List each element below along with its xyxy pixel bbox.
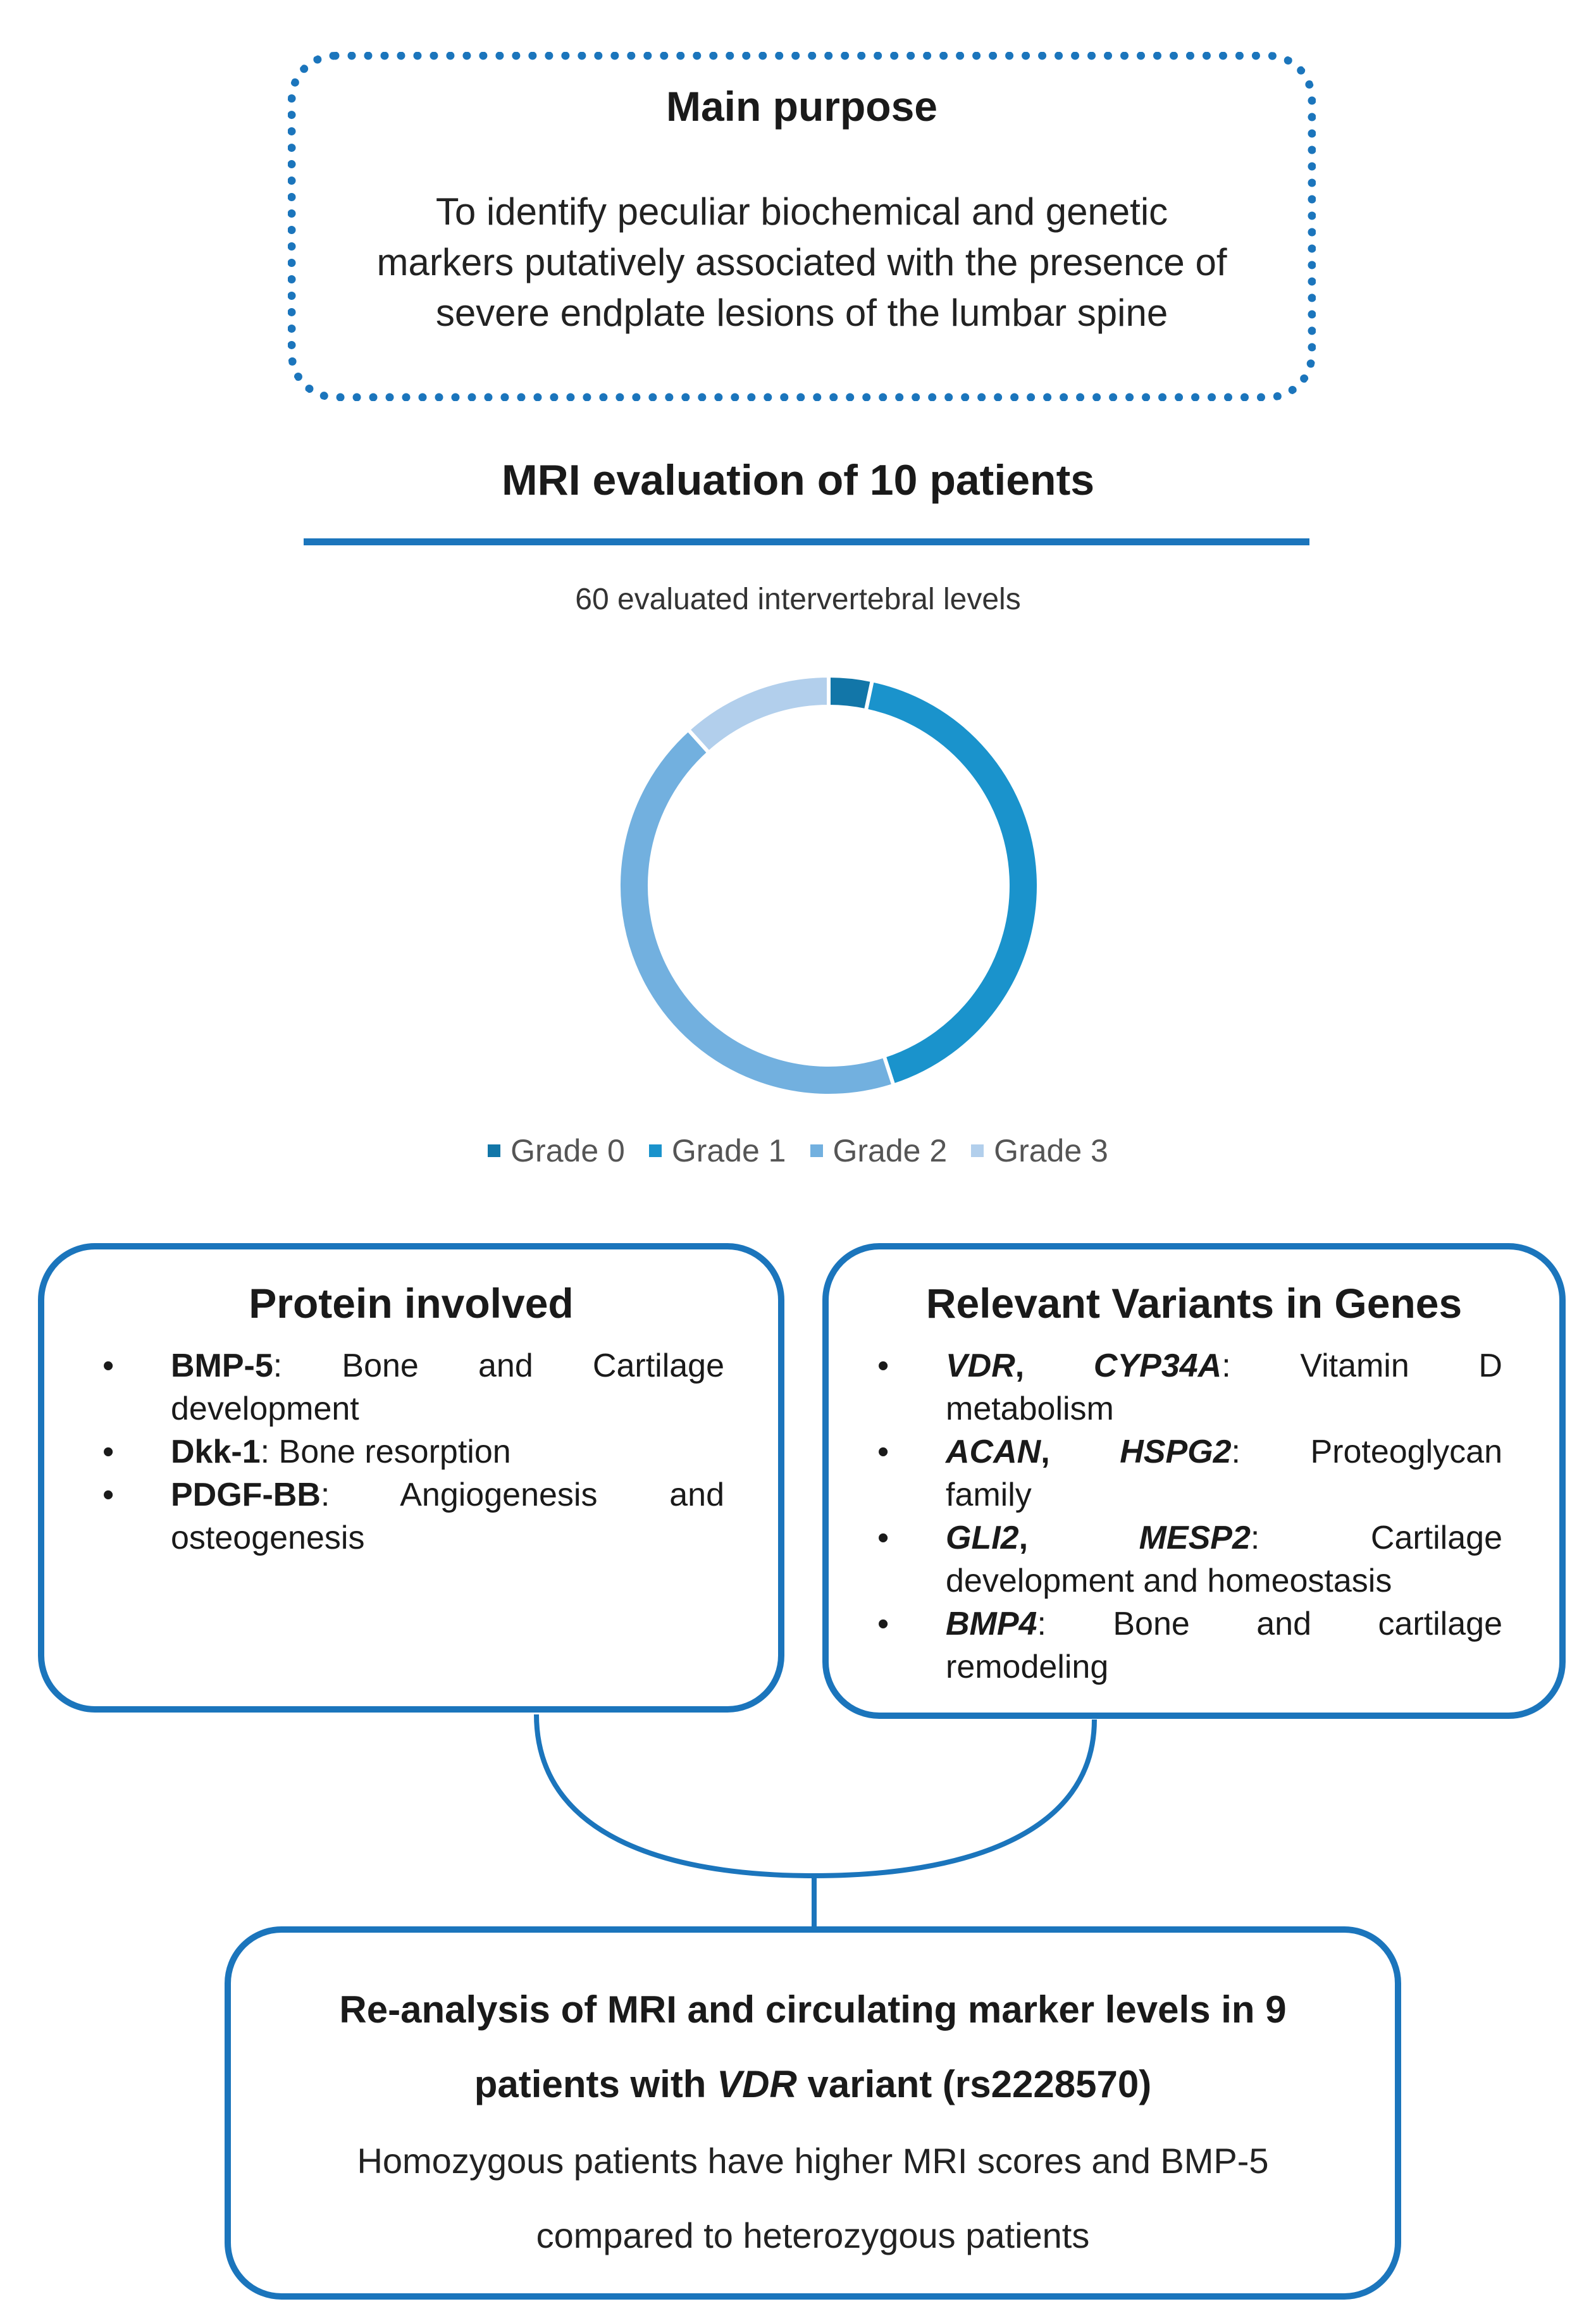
legend-label: Grade 0 [510,1133,625,1168]
legend-swatch [488,1144,501,1157]
list-item: •ACAN, HSPG2: Proteoglycan [877,1430,1503,1473]
gene-name: ACAN [946,1434,1041,1470]
bullet: • [102,1477,114,1513]
main-purpose-text: To identify peculiar biochemical and gen… [316,187,1287,338]
donut-slice-grade-1 [863,678,1041,1088]
gene-name: VDR [717,2063,797,2105]
main-purpose-title: Main purpose [665,83,938,130]
connector-arc [534,1714,1097,1879]
main-purpose-box [288,52,1316,401]
variants-box [822,1243,1566,1719]
bullet: • [877,1434,889,1470]
legend-label: Grade 2 [832,1133,948,1168]
legend-label: Grade 3 [994,1133,1108,1168]
protein-box [38,1243,784,1713]
grade-donut-chart [617,673,1041,1098]
protein-desc: : Bone resorption [260,1434,511,1470]
protein-name: Dkk-1 [171,1434,261,1470]
gene-desc: : Proteoglycan [1231,1434,1503,1470]
list-item-continuation: development and homeostasis [946,1563,1392,1599]
gene-name: HSPG2 [1120,1434,1232,1470]
list-item-continuation: metabolism [946,1391,1114,1427]
legend-swatch [810,1144,823,1157]
bullet: • [877,1520,889,1556]
legend-swatch [648,1144,662,1157]
reanalysis-body: Homozygous patients have higher MRI scor… [225,2124,1401,2273]
list-item: • PDGF-BB: Angiogenesis and [102,1473,724,1516]
list-item: • BMP4: Bone and cartilage [877,1602,1502,1645]
list-item: • BMP-5: Bone and Cartilage [102,1344,724,1387]
legend-label: Grade 1 [671,1133,786,1168]
donut-slice-grade-2 [617,727,896,1098]
title-text: patients with [474,2063,717,2105]
bullet: • [877,1348,889,1384]
bullet: • [877,1606,889,1642]
main-purpose-line: severe endplate lesions of the lumbar sp… [435,292,1168,334]
bullet: • [102,1434,114,1470]
legend-item: Grade 2 [810,1132,948,1169]
donut-slice-grade-3 [685,673,831,755]
list-item-continuation: family [946,1477,1032,1513]
protein-name: PDGF-BB [171,1477,321,1513]
protein-desc: : Angiogenesis and [320,1477,724,1513]
list-item-continuation: osteogenesis [171,1520,365,1556]
donut-caption: 60 evaluated intervertebral levels [575,583,1021,616]
gene-desc: : Cartilage [1250,1520,1502,1556]
gene-name: CYP34A [1093,1348,1222,1384]
chart-legend: Grade 0 Grade 1 Grade 2 Grade 3 [0,1132,1596,1169]
mri-title: MRI evaluation of 10 patients [501,456,1095,504]
main-purpose-line: To identify peculiar biochemical and gen… [435,190,1168,233]
protein-title: Protein involved [249,1280,574,1327]
list-item-continuation: remodeling [946,1649,1109,1685]
legend-item: Grade 1 [648,1132,786,1169]
gene-desc: : Bone and cartilage [1037,1606,1502,1642]
gene-name: MESP2 [1139,1520,1251,1556]
legend-item: Grade 0 [488,1132,625,1169]
gene-name: GLI2 [946,1520,1019,1556]
list-item: •GLI2, MESP2: Cartilage [877,1516,1502,1559]
reanalysis-title: Re-analysis of MRI and circulating marke… [225,1973,1401,2122]
reanalysis-title-line: Re-analysis of MRI and circulating marke… [339,1988,1287,2031]
variants-list: •VDR, CYP34A: Vitamin D metabolism •ACAN… [877,1344,1503,1688]
gene-name: BMP4 [946,1606,1037,1642]
protein-name: BMP-5 [171,1348,273,1384]
main-purpose-line: markers putatively associated with the p… [376,241,1227,283]
list-item: •VDR, CYP34A: Vitamin D [877,1344,1502,1387]
legend-swatch [971,1144,984,1157]
reanalysis-body-line: compared to heterozygous patients [536,2215,1090,2255]
title-text: variant (rs2228570) [796,2063,1152,2105]
protein-desc: : Bone and Cartilage [273,1348,724,1384]
legend-item: Grade 3 [971,1132,1108,1169]
bullet: • [102,1348,114,1384]
mri-divider [304,538,1309,545]
variants-title: Relevant Variants in Genes [925,1280,1463,1327]
reanalysis-body-line: Homozygous patients have higher MRI scor… [357,2141,1269,2181]
list-item-continuation: development [171,1391,359,1427]
reanalysis-title-line: patients with VDR variant (rs2228570) [225,2047,1401,2122]
reanalysis-box [225,1926,1401,2300]
gene-desc: : Vitamin D [1222,1348,1502,1384]
list-item: • Dkk-1: Bone resorption [102,1430,724,1473]
gene-name: VDR [946,1348,1015,1384]
protein-list: • BMP-5: Bone and Cartilage development •… [102,1344,724,1559]
